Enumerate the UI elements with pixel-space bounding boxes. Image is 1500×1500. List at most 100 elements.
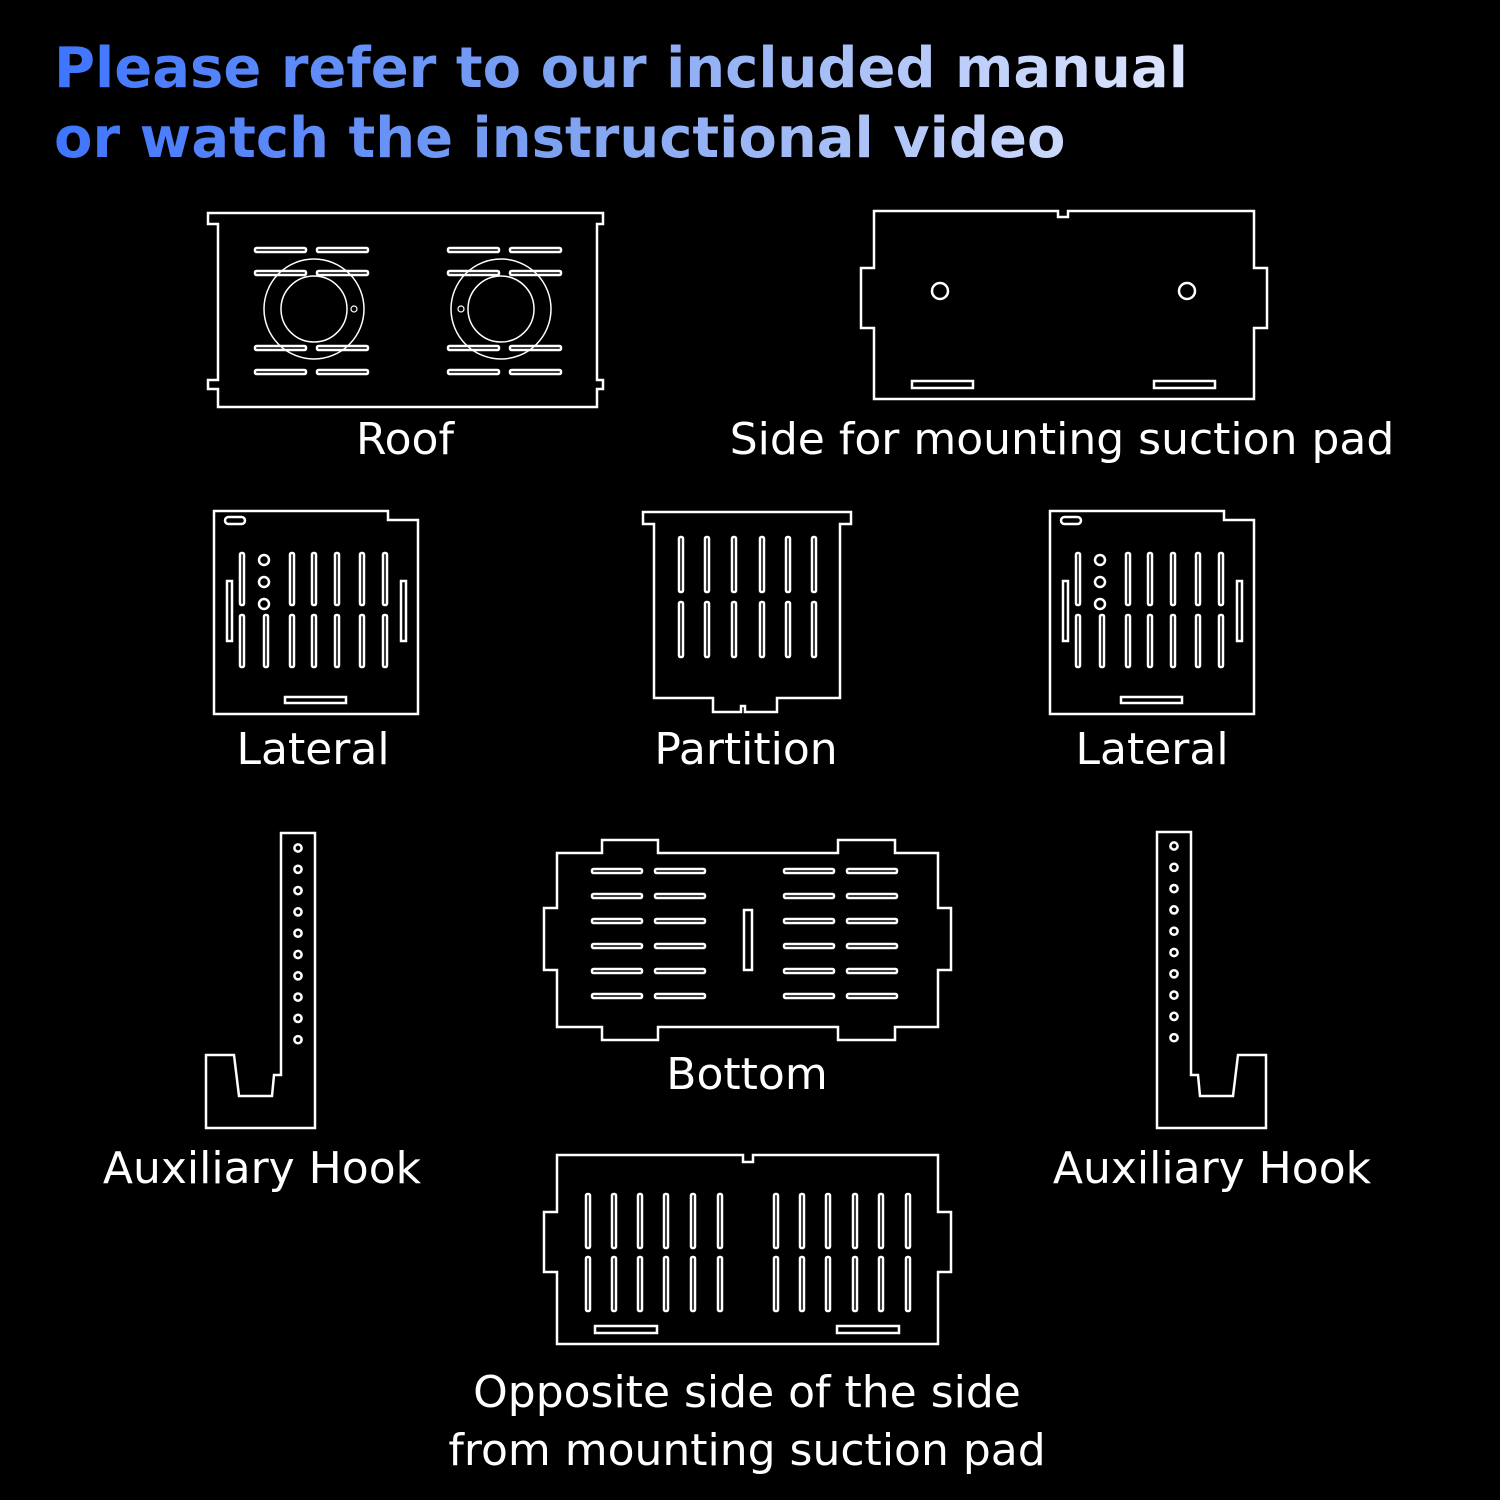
slot bbox=[358, 551, 366, 607]
slot bbox=[653, 867, 707, 875]
hook-right-label: Auxiliary Hook bbox=[1052, 1143, 1372, 1194]
partition-panel bbox=[641, 510, 853, 714]
slot bbox=[1169, 613, 1177, 669]
slot bbox=[730, 535, 738, 594]
slot bbox=[772, 1192, 780, 1250]
slot bbox=[798, 1192, 806, 1250]
hook-right-holes bbox=[1169, 841, 1179, 1043]
slot bbox=[845, 892, 899, 900]
slot bbox=[288, 613, 296, 669]
slot bbox=[730, 600, 738, 659]
bottom-panel bbox=[542, 838, 953, 1042]
lateral-right-label: Lateral bbox=[1075, 724, 1229, 775]
slot bbox=[784, 600, 792, 659]
slot bbox=[253, 368, 308, 376]
slot bbox=[772, 1255, 780, 1313]
hole bbox=[1093, 575, 1107, 589]
hole bbox=[257, 575, 271, 589]
hole bbox=[293, 843, 303, 853]
lateral-left-panel bbox=[212, 509, 420, 716]
slot bbox=[358, 613, 366, 669]
bottom-label: Bottom bbox=[666, 1049, 828, 1100]
slot bbox=[1235, 579, 1244, 643]
partition-label: Partition bbox=[654, 724, 838, 775]
slot bbox=[508, 368, 563, 376]
slot bbox=[508, 344, 563, 352]
lateral-left-slots bbox=[225, 551, 408, 705]
slot bbox=[310, 551, 318, 607]
slot bbox=[798, 1255, 806, 1313]
slot bbox=[333, 613, 341, 669]
hole bbox=[257, 597, 271, 611]
slot bbox=[784, 535, 792, 594]
slot bbox=[782, 867, 836, 875]
slot bbox=[333, 551, 341, 607]
partition-slots bbox=[677, 535, 818, 659]
slot bbox=[381, 613, 389, 669]
slot bbox=[877, 1192, 885, 1250]
hole bbox=[1169, 947, 1179, 958]
slot bbox=[845, 867, 899, 875]
side-suction-label: Side for mounting suction pad bbox=[729, 414, 1395, 465]
slot bbox=[824, 1255, 832, 1313]
slot bbox=[238, 551, 246, 607]
slot bbox=[703, 600, 711, 659]
slot bbox=[1146, 613, 1154, 669]
slot bbox=[446, 246, 501, 254]
slot bbox=[904, 1255, 912, 1313]
hole bbox=[1169, 1032, 1179, 1043]
slot bbox=[610, 1192, 618, 1250]
slot bbox=[782, 917, 836, 925]
slot bbox=[590, 967, 644, 975]
slot bbox=[1074, 551, 1082, 607]
slot bbox=[315, 344, 370, 352]
slot bbox=[677, 535, 685, 594]
opposite-side-panel bbox=[542, 1153, 953, 1346]
slot bbox=[584, 1255, 592, 1313]
opposite-side-label: Opposite side of the side from mounting … bbox=[448, 1364, 1045, 1480]
slot bbox=[508, 246, 563, 254]
slot bbox=[1124, 613, 1132, 669]
slot bbox=[653, 942, 707, 950]
slot bbox=[1169, 551, 1177, 607]
slot bbox=[508, 269, 563, 277]
slot bbox=[1061, 579, 1070, 643]
hole bbox=[293, 949, 303, 960]
slot bbox=[399, 579, 408, 643]
slot bbox=[1217, 551, 1225, 607]
slot bbox=[662, 1255, 670, 1313]
slot bbox=[689, 1255, 697, 1313]
opposite-side-label-line-1: Opposite side of the side bbox=[473, 1367, 1021, 1418]
slot bbox=[851, 1255, 859, 1313]
slot bbox=[1098, 613, 1106, 669]
lateral-right-slots bbox=[1061, 551, 1244, 705]
slot bbox=[782, 992, 836, 1000]
slot bbox=[283, 695, 348, 705]
slot bbox=[845, 942, 899, 950]
slot bbox=[590, 942, 644, 950]
slot bbox=[262, 613, 270, 669]
slot bbox=[810, 600, 818, 659]
slot bbox=[253, 269, 308, 277]
hole bbox=[293, 864, 303, 875]
slot bbox=[1074, 613, 1082, 669]
opposite-side-slots bbox=[584, 1192, 912, 1313]
slot bbox=[590, 867, 644, 875]
roof-vent-slots bbox=[253, 246, 563, 376]
slot bbox=[758, 535, 766, 594]
hole bbox=[1169, 1011, 1179, 1022]
slot bbox=[636, 1192, 644, 1250]
slot bbox=[716, 1192, 724, 1250]
hole bbox=[293, 907, 303, 917]
slot bbox=[584, 1192, 592, 1250]
slot bbox=[677, 600, 685, 659]
slot bbox=[225, 579, 234, 643]
slot bbox=[636, 1255, 644, 1313]
slot bbox=[810, 535, 818, 594]
hook-left-holes bbox=[293, 843, 303, 1045]
slot bbox=[446, 344, 501, 352]
hole bbox=[293, 992, 303, 1002]
slot bbox=[653, 917, 707, 925]
hole bbox=[293, 885, 303, 896]
